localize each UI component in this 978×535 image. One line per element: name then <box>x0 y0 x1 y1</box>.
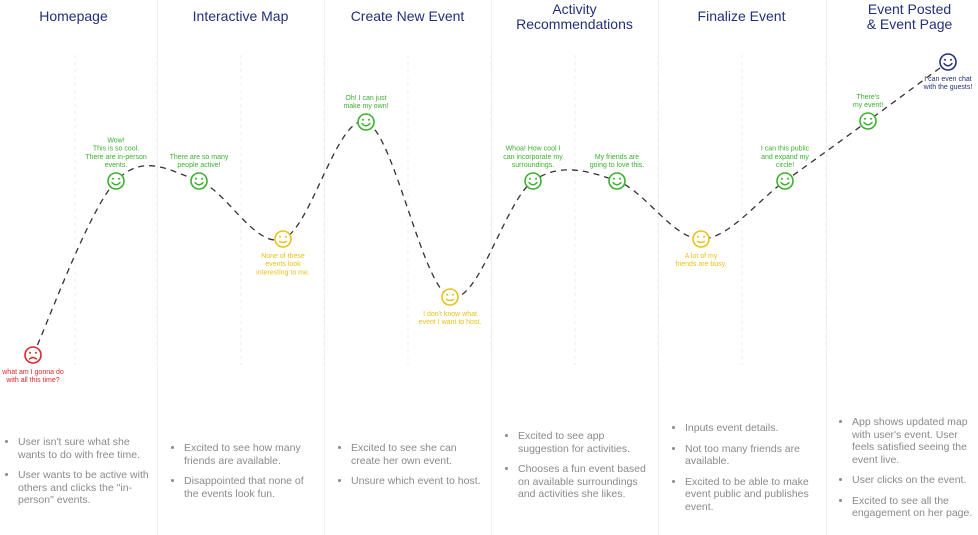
stage-actions-list: Excited to see app suggestion for activi… <box>504 430 654 509</box>
stage-title: Finalize Event <box>697 8 786 24</box>
stage-action-item: Chooses a fun event based on available s… <box>518 463 654 501</box>
stage-action-item: Not too many friends are available. <box>685 443 821 468</box>
stage-action-item: Excited to see app suggestion for activi… <box>518 430 654 455</box>
stage-actions-list: Excited to see she can create her own ev… <box>337 442 487 496</box>
stage-action-item: Excited to see she can create her own ev… <box>351 442 487 467</box>
happy-face-icon <box>107 172 125 190</box>
stage-action-item: User clicks on the event. <box>852 474 976 487</box>
stage-action-item: User isn't sure what she wants to do wit… <box>18 436 154 461</box>
happy-face-icon <box>357 113 375 131</box>
sad-face-icon <box>24 346 42 364</box>
stage-action-item: Excited to be able to make event public … <box>685 476 821 514</box>
stage-actions-list: Excited to see how many friends are avai… <box>170 442 320 508</box>
stage-actions-list: Inputs event details. Not too many friend… <box>671 422 821 521</box>
stage-action-item: App shows updated map with user's event.… <box>852 416 976 466</box>
stage-action-item: Excited to see all the engagement on her… <box>852 495 976 520</box>
stage-title: Event Posted& Event Page <box>866 1 953 32</box>
stage-action-item: User wants to be active with others and … <box>18 469 154 507</box>
delighted-face-icon <box>939 53 957 71</box>
neutral-face-icon <box>274 230 292 248</box>
happy-face-icon <box>524 172 542 190</box>
stage-action-item: Excited to see how many friends are avai… <box>184 442 320 467</box>
stage-action-item: Unsure which event to host. <box>351 475 487 488</box>
stage-title: Interactive Map <box>192 8 289 24</box>
stage-action-item: Inputs event details. <box>685 422 821 435</box>
stage-action-item: Disappointed that none of the events loo… <box>184 475 320 500</box>
stage-title: Homepage <box>39 8 108 24</box>
happy-face-icon <box>776 172 794 190</box>
neutral-face-icon <box>441 288 459 306</box>
stage-actions-list: App shows updated map with user's event.… <box>838 416 976 528</box>
happy-face-icon <box>608 172 626 190</box>
neutral-face-icon <box>692 230 710 248</box>
stage-title: Create New Event <box>350 8 465 24</box>
happy-face-icon <box>190 172 208 190</box>
stage-actions-list: User isn't sure what she wants to do wit… <box>4 436 154 515</box>
happy-face-icon <box>859 112 877 130</box>
